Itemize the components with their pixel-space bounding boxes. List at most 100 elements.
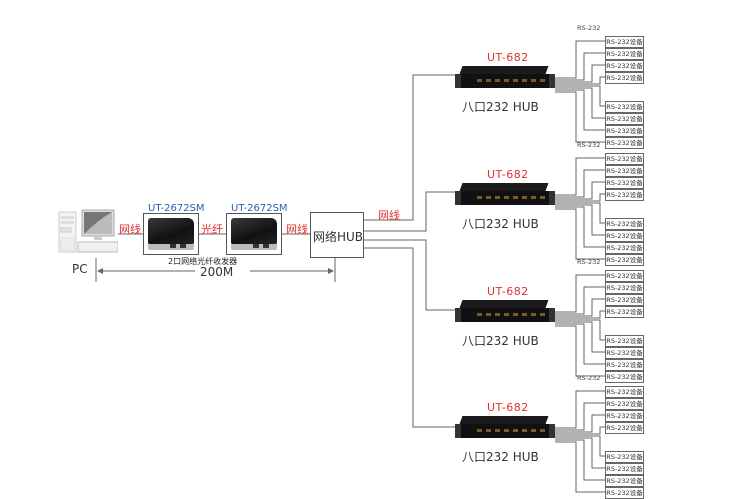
rs232-wire [555,52,605,81]
rs232-device: RS-232设备 [605,125,644,137]
rs232-device: RS-232设备 [605,48,644,60]
pc-icon [58,208,119,256]
rs232-device: RS-232设备 [605,60,644,72]
dimension-arrow-left [97,268,103,274]
rs232-device: RS-232设备 [605,282,644,294]
rs232-wire [555,402,605,431]
converter-caption: 2口网络光纤收发器 [168,257,238,266]
rs232-wire [555,64,605,83]
rs232-wire [555,321,605,353]
converter-1-model: UT-2672SM [148,203,205,214]
rs232-wire [555,435,605,457]
rs232-device: RS-232设备 [605,475,644,487]
serial-hub-device [455,300,555,322]
rs232-device: RS-232设备 [605,254,644,266]
rs232-device: RS-232设备 [605,487,644,499]
rs232-wire [555,439,605,481]
rs232-wire [555,319,605,341]
rs232-device: RS-232设备 [605,36,644,48]
dimension-arrow-right [328,268,334,274]
rs232-wire [555,181,605,200]
rs232-wire [555,87,605,119]
rs232-device: RS-232设备 [605,335,644,347]
rs232-wire [555,274,605,313]
rs232-wire [555,323,605,365]
rs232-wire [555,298,605,317]
serial-hub-model: UT-682 [487,401,529,414]
pc-label: PC [72,262,88,276]
rs232-device: RS-232设备 [605,347,644,359]
rs232-device: RS-232设备 [605,153,644,165]
rs232-wire [555,310,605,319]
network-hub-label: 网络HUB [313,230,364,244]
fiber-converter-2 [226,213,282,255]
rs232-device: RS-232设备 [605,113,644,125]
rs232-wire [555,204,605,236]
rs232-wire [555,202,605,224]
rs232-device: RS-232设备 [605,422,644,434]
serial-hub-device [455,416,555,438]
serial-hub-device [455,183,555,205]
distance-label: 200M [200,265,234,279]
serial-hub-model: UT-682 [487,285,529,298]
rs232-device: RS-232设备 [605,359,644,371]
cable-label-hub: 网线 [286,223,308,236]
rs232-port-label: RS-232 [577,258,601,266]
rs232-wire [555,325,605,377]
serial-hub-name: 八口232 HUB [462,450,539,464]
uplink-hub-4 [362,247,455,428]
rs232-device: RS-232设备 [605,177,644,189]
network-hub-box: 网络HUB [310,212,364,258]
rs232-device: RS-232设备 [605,72,644,84]
rs232-wire [555,437,605,469]
serial-hub-model: UT-682 [487,168,529,181]
rs232-device: RS-232设备 [605,451,644,463]
serial-hub-name: 八口232 HUB [462,100,539,114]
rs232-device: RS-232设备 [605,410,644,422]
rs232-wire [555,157,605,196]
rs232-device: RS-232设备 [605,270,644,282]
rs232-device: RS-232设备 [605,137,644,149]
rs232-device: RS-232设备 [605,218,644,230]
serial-hub-model: UT-682 [487,51,529,64]
rs232-device: RS-232设备 [605,101,644,113]
serial-hub-device [455,66,555,88]
rs232-wire [555,441,605,493]
serial-hub-name: 八口232 HUB [462,334,539,348]
rs232-wire [555,390,605,429]
serial-hub-name: 八口232 HUB [462,217,539,231]
rs232-device: RS-232设备 [605,386,644,398]
rs232-wire [555,169,605,198]
rs232-wire [555,414,605,433]
uplink-hub-1 [362,74,455,221]
uplink-hub-3 [362,239,455,311]
rs232-wire [555,208,605,260]
rs232-wire [555,286,605,315]
rs232-device: RS-232设备 [605,189,644,201]
rs232-wire [555,426,605,435]
rs232-wire [555,85,605,107]
rs232-wire [555,76,605,85]
rs232-wire [555,89,605,131]
rs232-device: RS-232设备 [605,230,644,242]
rs232-port-label: RS-232 [577,24,601,32]
rs232-device: RS-232设备 [605,371,644,383]
rs232-wire [555,91,605,143]
rs232-device: RS-232设备 [605,165,644,177]
rs232-port-label: RS-232 [577,374,601,382]
cable-label-pc: 网线 [119,223,141,236]
rs232-wire [555,193,605,202]
uplink-hub-2 [362,191,455,232]
rs232-wire [555,40,605,79]
rs232-device: RS-232设备 [605,306,644,318]
fiber-label: 光纤 [201,223,223,236]
rs232-device: RS-232设备 [605,463,644,475]
converter-2-model: UT-2672SM [231,203,288,214]
rs232-device: RS-232设备 [605,294,644,306]
rs232-device: RS-232设备 [605,398,644,410]
rs232-port-label: RS-232 [577,141,601,149]
rs232-wire [555,206,605,248]
fiber-converter-1 [143,213,199,255]
uplink-cable-label: 网线 [378,209,400,222]
